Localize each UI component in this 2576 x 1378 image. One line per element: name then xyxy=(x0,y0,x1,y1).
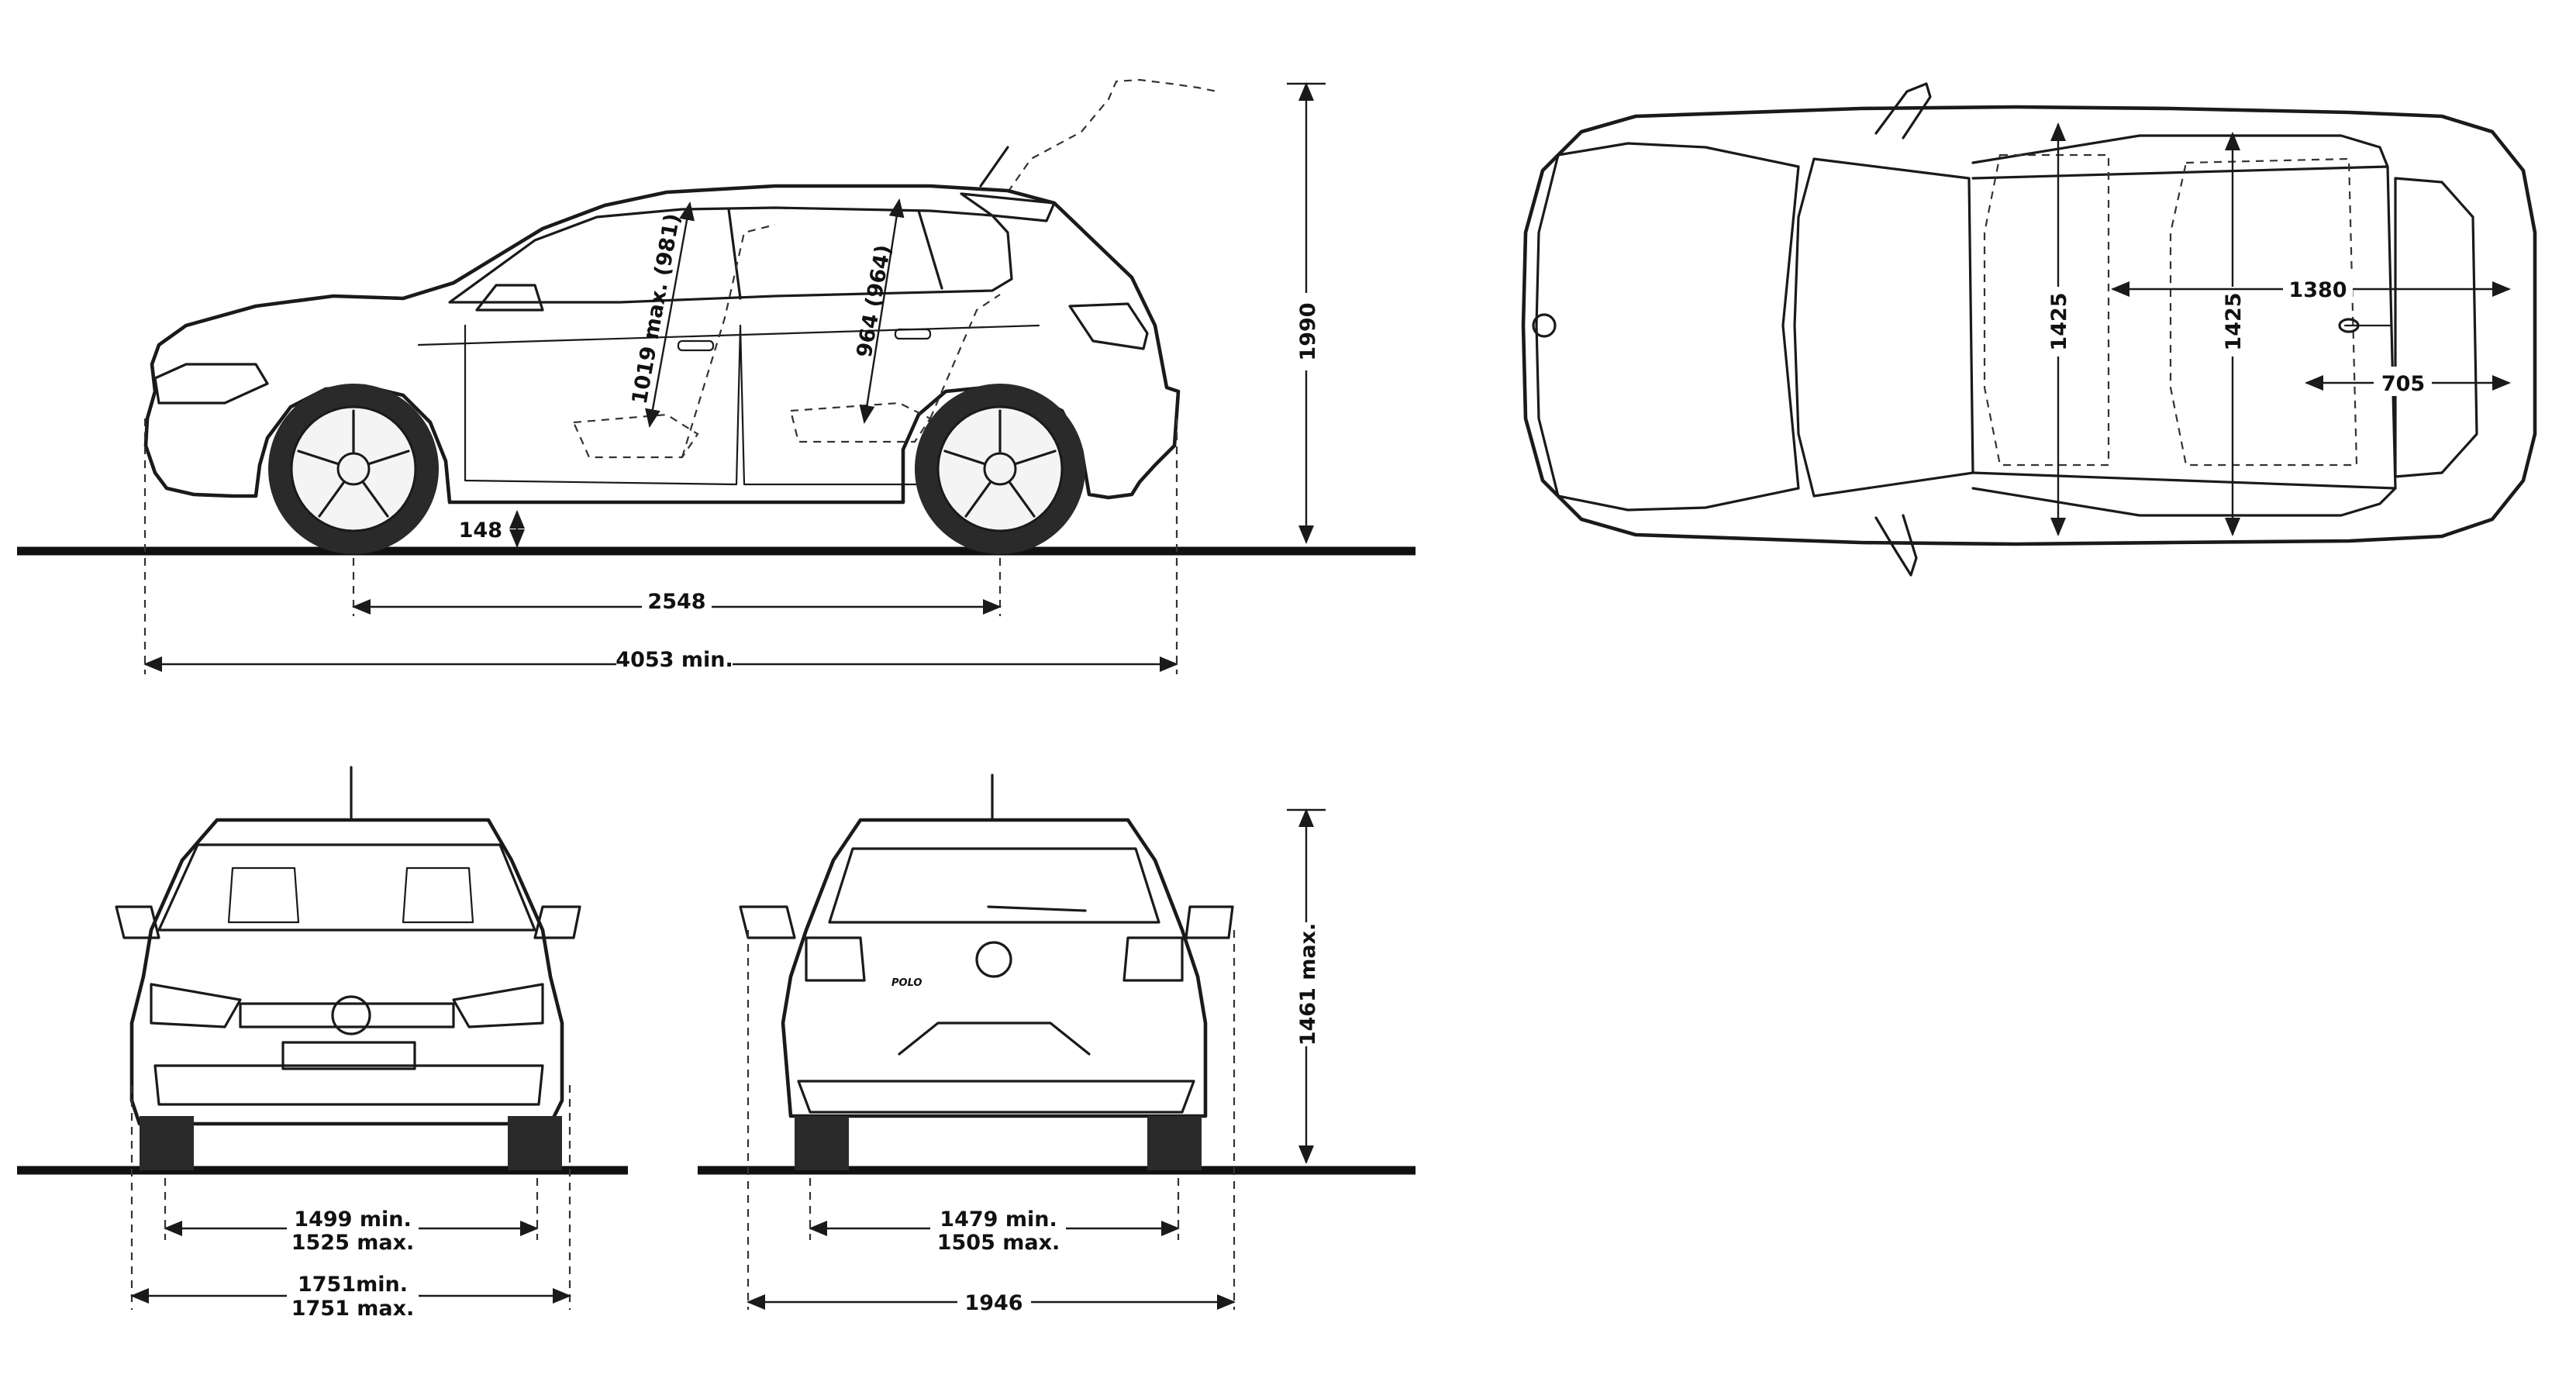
roof-outline-top xyxy=(1971,165,2397,490)
front-view: 1499 min. 1525 max. 1751min. 1751 max. xyxy=(17,766,628,1324)
headroom-front-dim xyxy=(645,202,695,428)
door-lines xyxy=(464,324,924,486)
front-grille xyxy=(239,1002,455,1028)
front-track-max-label: 1525 max. xyxy=(291,1231,415,1255)
lower-grille-front xyxy=(153,1064,544,1106)
rear-body-outline xyxy=(781,818,1208,1118)
taillight-side xyxy=(1068,302,1149,350)
headroom-rear-dim xyxy=(859,198,905,424)
front-track-min-label: 1499 min. xyxy=(294,1207,411,1232)
front-wheel xyxy=(268,384,439,554)
ground-clearance-label: 148 xyxy=(459,518,502,543)
vw-logo-top xyxy=(1532,313,1557,338)
right-mirror-top xyxy=(1874,514,1918,577)
interior-width-rear-label: 1425 xyxy=(2222,292,2246,350)
height-overall-label: 1990 xyxy=(1296,302,1320,360)
rear-window-top xyxy=(2394,177,2478,478)
rear-view: POLO 1479 min. 1505 max. 1946 1461 max. xyxy=(698,773,1416,1316)
side-view: 1990 148 2548 4053 min. 1019 max. (981) … xyxy=(17,78,1416,677)
width-min-label: 1751min. xyxy=(298,1273,408,1297)
side-mirror xyxy=(475,284,544,312)
headroom-front-label: 1019 max. (981) xyxy=(628,212,685,406)
left-taillight-rear xyxy=(805,936,866,982)
shoulder-line xyxy=(417,324,1040,346)
front-right-tire xyxy=(508,1116,562,1170)
antenna xyxy=(979,146,1009,188)
wheelbase-label: 2548 xyxy=(647,590,705,614)
rear-track-max-label: 1505 max. xyxy=(937,1231,1060,1255)
license-plate-front xyxy=(281,1041,416,1070)
front-seatback-outline xyxy=(681,223,776,458)
mirror-width-label: 1946 xyxy=(964,1291,1022,1315)
top-view: 1425 1425 1380 705 xyxy=(1521,82,2537,577)
left-mirror-front xyxy=(115,905,160,939)
width-max-label: 1751 max. xyxy=(291,1297,415,1321)
tailgate-open-outline xyxy=(1007,78,1218,193)
left-mirror-top xyxy=(1874,82,1932,140)
left-mirror-rear xyxy=(739,905,796,939)
top-body-outline xyxy=(1521,105,2537,546)
rear-wiper xyxy=(987,905,1087,912)
vw-logo-front xyxy=(331,995,371,1035)
c-pillar xyxy=(917,209,943,290)
headroom-rear-label: 964 (964) xyxy=(853,243,896,360)
front-seat-outline xyxy=(572,413,699,459)
rear-wheel xyxy=(915,384,1085,554)
height-label: 1461 max. xyxy=(1296,923,1320,1046)
right-taillight-rear xyxy=(1122,936,1184,982)
front-left-tire xyxy=(140,1116,194,1170)
right-mirror-rear xyxy=(1185,905,1234,939)
right-window-top xyxy=(1971,487,2397,517)
interior-length-label: 1380 xyxy=(2288,278,2347,302)
rear-window xyxy=(828,847,1160,924)
windshield-top xyxy=(1793,157,1974,498)
left-headlight-front xyxy=(150,983,242,1028)
interior-width-front-label: 1425 xyxy=(2047,292,2071,350)
rear-door-handle xyxy=(894,328,932,340)
headlight-side xyxy=(153,363,269,405)
rear-track-min-label: 1479 min. xyxy=(940,1207,1057,1232)
right-mirror-front xyxy=(533,905,581,939)
front-seats-top xyxy=(1983,153,2110,467)
cargo-length-label: 705 xyxy=(2381,372,2425,396)
front-seats-head xyxy=(227,866,474,924)
rear-seats-top xyxy=(2169,157,2358,467)
front-windshield xyxy=(157,843,536,932)
tow-hook-icon xyxy=(2338,318,2360,333)
rear-right-tire xyxy=(1147,1116,1202,1170)
vw-logo-rear xyxy=(975,941,1012,978)
rear-left-tire xyxy=(795,1116,849,1170)
license-plate-recess xyxy=(898,1021,1091,1056)
front-body-outline xyxy=(129,818,564,1126)
hood-top xyxy=(1535,142,1800,512)
b-pillar xyxy=(727,208,742,300)
polo-badge: POLO xyxy=(891,977,922,989)
rear-spoiler xyxy=(960,192,1056,222)
length-label: 4053 min. xyxy=(616,648,733,672)
rear-bumper xyxy=(797,1080,1195,1114)
rear-seatback-outline xyxy=(929,294,1001,419)
front-door-handle xyxy=(677,339,715,352)
left-window-top xyxy=(1971,134,2389,168)
right-headlight-front xyxy=(452,983,544,1028)
